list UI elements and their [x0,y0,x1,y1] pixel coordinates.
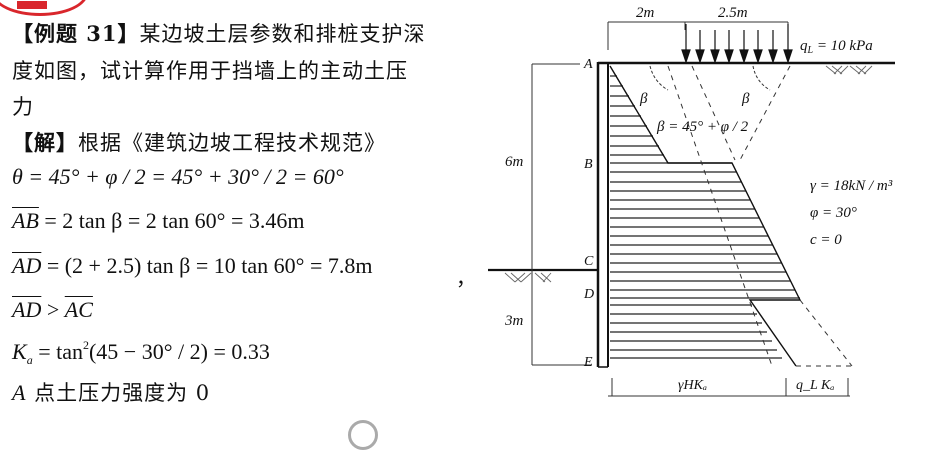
bottom-dim-left: γHKₐ [678,378,707,393]
surcharge-load-arrows [681,24,793,64]
equation-theta: θ = 45° + φ / 2 = 45° + 30° / 2 = 60° [12,164,344,189]
segment-ab: AB [12,208,39,233]
ground-hatch-symbol [504,65,873,283]
left-dimension-line [531,63,592,366]
comparison-ad-ac: AD > AC [12,297,93,323]
segment-ad-cmp: AD [12,297,42,322]
problem-heading-line: 【例题 31】某边坡土层参数和排桩支护深 [12,18,426,48]
ka-rhs: (45 − 30° / 2) = 0.33 [88,339,270,364]
equation-ab: AB = 2 tan β = 2 tan 60° = 3.46m [12,208,304,234]
bottom-dim-right: q_L Kₐ [796,378,834,393]
dim-top-right: 2.5m [718,5,748,21]
pressure-outline [609,65,802,367]
beta-right-label: β [741,91,750,107]
dim-left-upper: 6m [505,154,524,170]
point-c-label: C [584,254,594,269]
comparison-operator: > [41,297,65,322]
point-a-statement: A 点土压力强度为 0 [12,377,210,407]
surcharge-sub: L [807,45,814,56]
ka-exponent: 2 [82,338,89,352]
ka-subscript: a [26,353,33,367]
statement-line-3: 力 [12,95,34,119]
soil-unit-weight: γ = 18kN / m³ [810,178,893,194]
solution-intro: 根据《建筑边坡工程技术规范》 [78,131,386,155]
stamp-mark [17,1,47,9]
surcharge-q: q [800,38,808,54]
solution-label: 【解】 [12,130,78,155]
beta-formula: β = 45° + φ / 2 [656,119,749,135]
point-b-label: B [584,157,593,172]
surcharge-value: = 10 kPa [813,38,873,54]
ka-mid: = tan [32,339,83,364]
beta-left-label: β [639,91,648,107]
equation-ad: AD = (2 + 2.5) tan β = 10 tan 60° = 7.8m [12,253,372,279]
soil-friction-angle: φ = 30° [810,205,857,221]
pressure-hatching [610,75,800,359]
point-e-label: E [583,355,593,370]
statement-line-1: 某边坡土层参数和排桩支护深 [139,22,426,46]
heading-bracket-open: 【 [12,21,34,46]
bottom-dimension-line [608,378,850,397]
point-d-label: D [583,287,594,302]
point-a-label: A [583,57,593,72]
heading-label: 例题 31 [34,21,118,46]
dim-top-left: 2m [636,5,655,21]
segment-ad: AD [12,253,42,278]
ground-surfaces [488,61,895,272]
equation-ka: Ka = tan2(45 − 30° / 2) = 0.33 [12,338,270,368]
segment-ac: AC [64,297,93,322]
solution-intro-line: 【解】根据《建筑边坡工程技术规范》 [12,127,386,157]
point-a-text: 点土压力强度为 0 [26,381,211,405]
ka-symbol: K [12,339,27,364]
dim-left-lower: 3m [504,313,524,329]
surcharge-label: qL = 10 kPa [800,38,873,56]
beta-angle-arcs [649,65,771,91]
equation-ad-rhs: = (2 + 2.5) tan β = 10 tan 60° = 7.8m [41,253,373,278]
point-a-symbol: A [12,380,27,405]
statement-line-2: 度如图，试计算作用于挡墙上的主动土压 [12,59,408,83]
heading-bracket-close: 】 [117,21,140,46]
soil-cohesion: c = 0 [810,232,842,248]
equation-ab-rhs: = 2 tan β = 2 tan 60° = 3.46m [38,208,305,233]
trailing-comma: ， [456,266,477,290]
dashed-lines [667,65,853,367]
retaining-wall-diagram: 6m 3m 2m 2.5m qL = 10 kPa A B C D E β β … [488,5,895,397]
top-dimension-line [607,21,789,50]
retaining-wall [596,62,609,368]
